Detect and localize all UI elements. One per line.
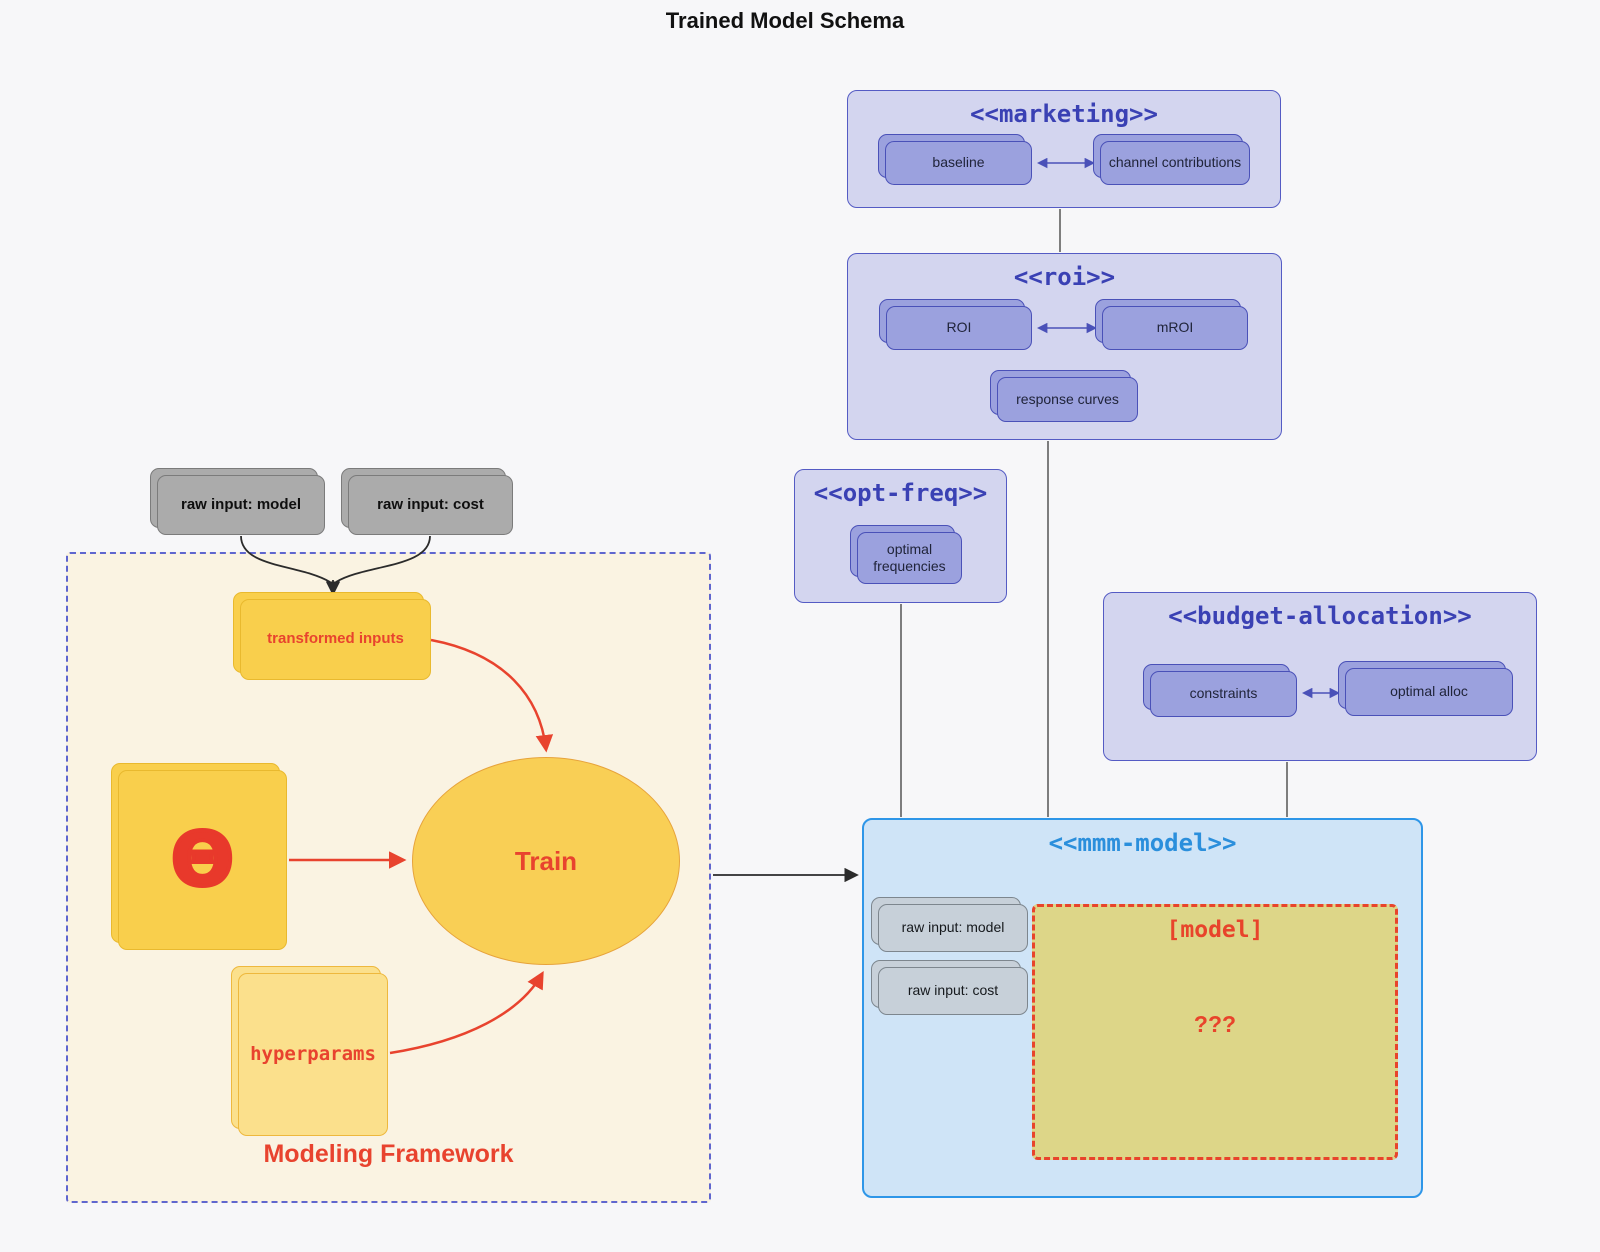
node-optimal-frequencies: optimal frequencies xyxy=(857,532,962,584)
edge-transformed-to-train xyxy=(430,638,554,753)
group-opt-freq-title: <<opt-freq>> xyxy=(813,479,988,507)
theta-symbol: Θ xyxy=(169,815,236,905)
group-roi-title: <<roi>> xyxy=(1013,263,1116,291)
node-roi: ROI xyxy=(886,306,1032,350)
page-title: Trained Model Schema xyxy=(665,8,905,33)
node-hyperparams: hyperparams xyxy=(238,973,388,1136)
model-tag-label: [model] xyxy=(1166,917,1264,943)
node-hyperparams-label: hyperparams xyxy=(250,1042,376,1065)
node-optimal-alloc-label: optimal alloc xyxy=(1390,683,1468,700)
node-mroi-label: mROI xyxy=(1156,319,1194,336)
node-raw-input-cost-label: raw input: cost xyxy=(377,495,484,513)
node-raw-input-model-label: raw input: model xyxy=(181,495,301,513)
modeling-framework-label: Modeling Framework xyxy=(263,1140,514,1168)
node-mmm-raw-input-model: raw input: model xyxy=(878,904,1028,952)
node-transformed-inputs-label: transformed inputs xyxy=(267,630,404,648)
node-optimal-frequencies-label: optimal frequencies xyxy=(873,540,946,575)
node-raw-input-cost: raw input: cost xyxy=(348,475,513,535)
edge-raw-cost-to-transformed xyxy=(335,535,431,583)
node-baseline: baseline xyxy=(885,141,1032,185)
node-model-placeholder: [model] ??? xyxy=(1032,904,1398,1160)
node-optimal-alloc: optimal alloc xyxy=(1345,668,1513,716)
node-mmm-raw-input-model-label: raw input: model xyxy=(901,919,1005,936)
edge-raw-model-to-transformed xyxy=(240,535,331,583)
node-baseline-label: baseline xyxy=(932,154,985,171)
node-channel-contributions: channel contributions xyxy=(1100,141,1250,185)
node-roi-label: ROI xyxy=(946,319,972,336)
node-response-curves-label: response curves xyxy=(1016,390,1119,407)
model-unknown-label: ??? xyxy=(1193,1011,1237,1037)
node-train-label: Train xyxy=(514,845,578,876)
node-constraints: constraints xyxy=(1150,671,1297,717)
edge-hyperparams-to-train xyxy=(389,970,544,1055)
node-raw-input-model: raw input: model xyxy=(157,475,325,535)
node-mmm-raw-input-cost-label: raw input: cost xyxy=(907,982,999,999)
node-response-curves: response curves xyxy=(997,377,1138,422)
group-marketing-title: <<marketing>> xyxy=(970,100,1158,128)
node-constraints-label: constraints xyxy=(1189,685,1258,702)
node-mmm-raw-input-cost: raw input: cost xyxy=(878,967,1028,1015)
group-budget-allocation-title: <<budget-allocation>> xyxy=(1168,602,1472,630)
node-transformed-inputs: transformed inputs xyxy=(240,599,431,680)
node-theta: Θ xyxy=(118,770,287,950)
node-channel-contributions-label: channel contributions xyxy=(1108,154,1242,171)
node-mroi: mROI xyxy=(1102,306,1248,350)
node-train: Train xyxy=(412,757,680,965)
group-mmm-model-title: <<mmm-model>> xyxy=(1048,829,1237,857)
